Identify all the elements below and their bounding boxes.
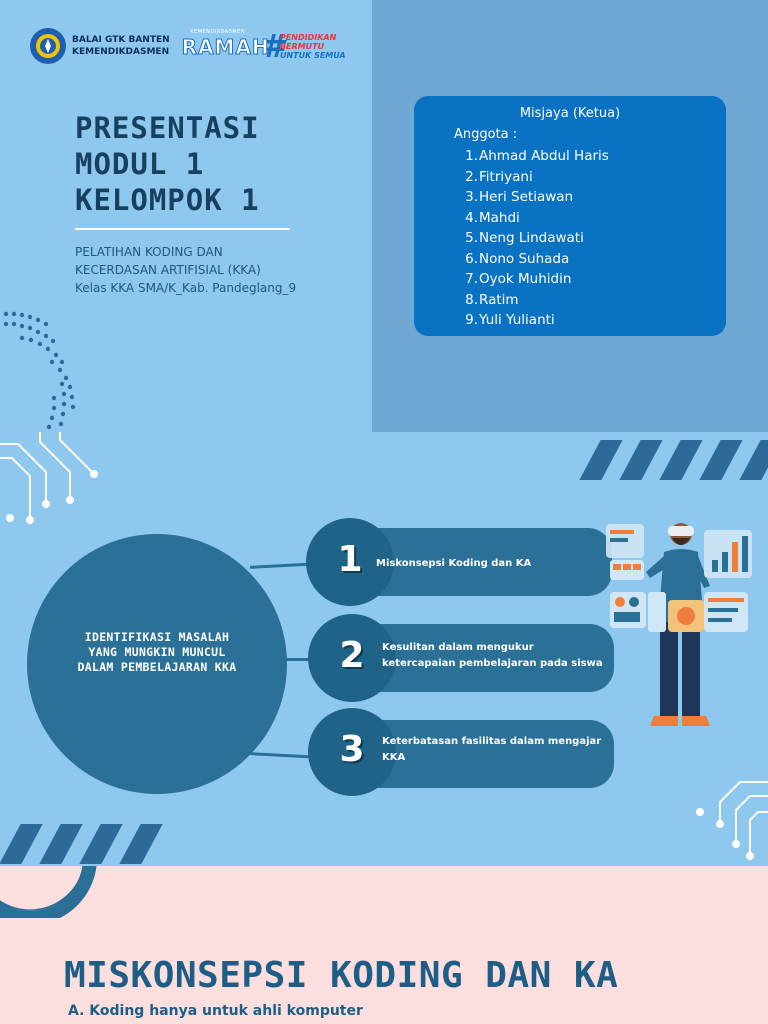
stripe-decoration	[579, 440, 623, 480]
dotted-arc-decoration	[3, 311, 76, 430]
member-name: Yuli Yulianti	[479, 312, 555, 328]
problem-text-3: Keterbatasan fasilitas dalam mengajar KK…	[382, 734, 601, 766]
member-number: 9.	[465, 312, 478, 328]
problem-line: Keterbatasan fasilitas dalam mengajar	[382, 736, 602, 747]
title-line-2: MODUL 1	[75, 147, 205, 181]
hashtag-line-1: PENDIDIKAN	[279, 32, 337, 42]
main-topic-circle: IDENTIFIKASI MASALAH YANG MUNGKIN MUNCUL…	[27, 534, 287, 794]
number-label: 1	[337, 539, 363, 580]
member-number: 8.	[465, 291, 478, 308]
stripe-decoration	[699, 440, 743, 480]
topic-line: YANG MUNGKIN MUNCUL	[88, 645, 226, 659]
member-name: Ahmad Abdul Haris	[479, 148, 609, 164]
subtitle-line-1: PELATIHAN KODING DAN	[75, 245, 223, 259]
number-label: 2	[339, 635, 365, 676]
ring-decoration	[0, 866, 97, 918]
stripe-decoration	[39, 824, 83, 864]
member-name: Fitriyani	[479, 168, 533, 185]
stripe-decoration	[79, 824, 123, 864]
stripe-decoration	[0, 824, 43, 864]
list-item: 5.Neng Lindawati	[460, 228, 609, 249]
hashtag-line-3: UNTUK SEMUA	[279, 50, 346, 60]
problem-text-1: Miskonsepsi Koding dan KA	[376, 556, 531, 572]
header-logos: BALAI GTK BANTEN KEMENDIKDASMEN KEMENDIK…	[30, 26, 346, 66]
problem-line: KKA	[382, 752, 406, 763]
member-number: 3.	[465, 189, 478, 205]
org-line-1: BALAI GTK BANTEN	[72, 35, 170, 45]
number-badge-2: 2	[308, 614, 396, 702]
title-line-1: PRESENTASI	[75, 111, 260, 145]
member-number: 6.	[465, 250, 478, 267]
member-number: 2.	[465, 168, 478, 185]
hash-icon: #	[261, 27, 284, 65]
members-label: Anggota :	[454, 127, 518, 142]
stripe-decoration	[659, 440, 703, 480]
member-number: 4.	[465, 209, 478, 226]
subtitle: PELATIHAN KODING DAN KECERDASAN ARTIFISI…	[75, 243, 365, 297]
vr-person-illustration	[606, 523, 752, 726]
ramah-tagline: KEMENDIKDASMEN	[190, 29, 246, 35]
group-leader: Misjaya (Ketua)	[519, 106, 621, 121]
member-list: 1.Ahmad Abdul Haris 2.Fitriyani 3.Heri S…	[460, 146, 609, 331]
connector-line	[286, 658, 326, 661]
member-name: Oyok Muhidin	[479, 271, 572, 287]
title-line-3: KELOMPOK 1	[75, 183, 260, 217]
number-label: 3	[339, 729, 365, 770]
number-badge-1: 1	[306, 518, 394, 606]
topic-line: DALAM PEMBELAJARAN KKA	[77, 660, 237, 674]
section-title: MISKONSEPSI KODING DAN KA	[64, 955, 619, 996]
member-number: 1.	[465, 148, 478, 164]
list-item: 9.Yuli Yulianti	[460, 310, 609, 331]
hashtag-logo: # PENDIDIKAN BERMUTU UNTUK SEMUA	[262, 29, 346, 63]
member-number: 5.	[465, 230, 478, 246]
member-name: Heri Setiawan	[479, 189, 574, 205]
ramah-logo: KEMENDIKDASMEN RAMAH	[180, 29, 269, 63]
stripe-decoration	[619, 440, 663, 480]
member-name: Nono Suhada	[479, 250, 570, 267]
slide-cover: BALAI GTK BANTEN KEMENDIKDASMEN KEMENDIK…	[0, 0, 768, 432]
ramah-word: RAMAH	[181, 35, 270, 60]
circuit-decoration-left	[0, 432, 98, 524]
tut-wuri-handayani-logo	[30, 28, 66, 64]
page-title: PRESENTASI MODUL 1 KELOMPOK 1	[75, 110, 365, 218]
list-item: 4.Mahdi	[460, 208, 609, 229]
list-item: 7.Oyok Muhidin	[460, 269, 609, 290]
hashtag-line-2: BERMUTU	[279, 41, 325, 51]
problem-text-2: Kesulitan dalam mengukur ketercapaian pe…	[382, 640, 603, 672]
member-number: 7.	[465, 271, 478, 287]
member-name: Neng Lindawati	[479, 230, 584, 246]
stripe-decoration	[739, 440, 768, 480]
subtitle-line-3: Kelas KKA SMA/K_Kab. Pandeglang_9	[75, 281, 297, 295]
problem-line: Miskonsepsi Koding dan KA	[376, 558, 532, 569]
hashtag-text: PENDIDIKAN BERMUTU UNTUK SEMUA	[280, 33, 346, 60]
subtitle-line-2: KECERDASAN ARTIFISIAL (KKA)	[75, 263, 261, 277]
topic-line: IDENTIFIKASI MASALAH	[84, 630, 230, 644]
member-name: Ratim	[479, 291, 519, 308]
org-line-2: KEMENDIKDASMEN	[72, 47, 170, 57]
stripe-decoration	[119, 824, 163, 864]
slide-misconception: MISKONSEPSI KODING DAN KA A. Koding hany…	[0, 866, 768, 1024]
org-name: BALAI GTK BANTEN KEMENDIKDASMEN	[72, 34, 170, 58]
emblem-icon	[36, 34, 60, 58]
title-divider	[75, 228, 290, 230]
circuit-decoration-right	[696, 781, 768, 860]
members-card: Misjaya (Ketua) Anggota : 1.Ahmad Abdul …	[414, 96, 726, 336]
misconception-point: A. Koding hanya untuk ahli komputer	[68, 1003, 363, 1019]
main-topic-text: IDENTIFIKASI MASALAH YANG MUNGKIN MUNCUL…	[47, 630, 267, 675]
list-item: 6.Nono Suhada	[460, 249, 609, 270]
list-item: 8.Ratim	[460, 290, 609, 311]
problem-line: Kesulitan dalam mengukur	[382, 642, 534, 653]
slide-problem-identification: 1 2 3 Miskonsepsi Koding dan KA Kesulita…	[0, 432, 768, 866]
member-name: Mahdi	[479, 209, 520, 226]
list-item: 3.Heri Setiawan	[460, 187, 609, 208]
number-badge-3: 3	[308, 708, 396, 796]
problem-line: ketercapaian pembelajaran pada siswa	[382, 658, 603, 669]
list-item: 1.Ahmad Abdul Haris	[460, 146, 609, 167]
list-item: 2.Fitriyani	[460, 167, 609, 188]
